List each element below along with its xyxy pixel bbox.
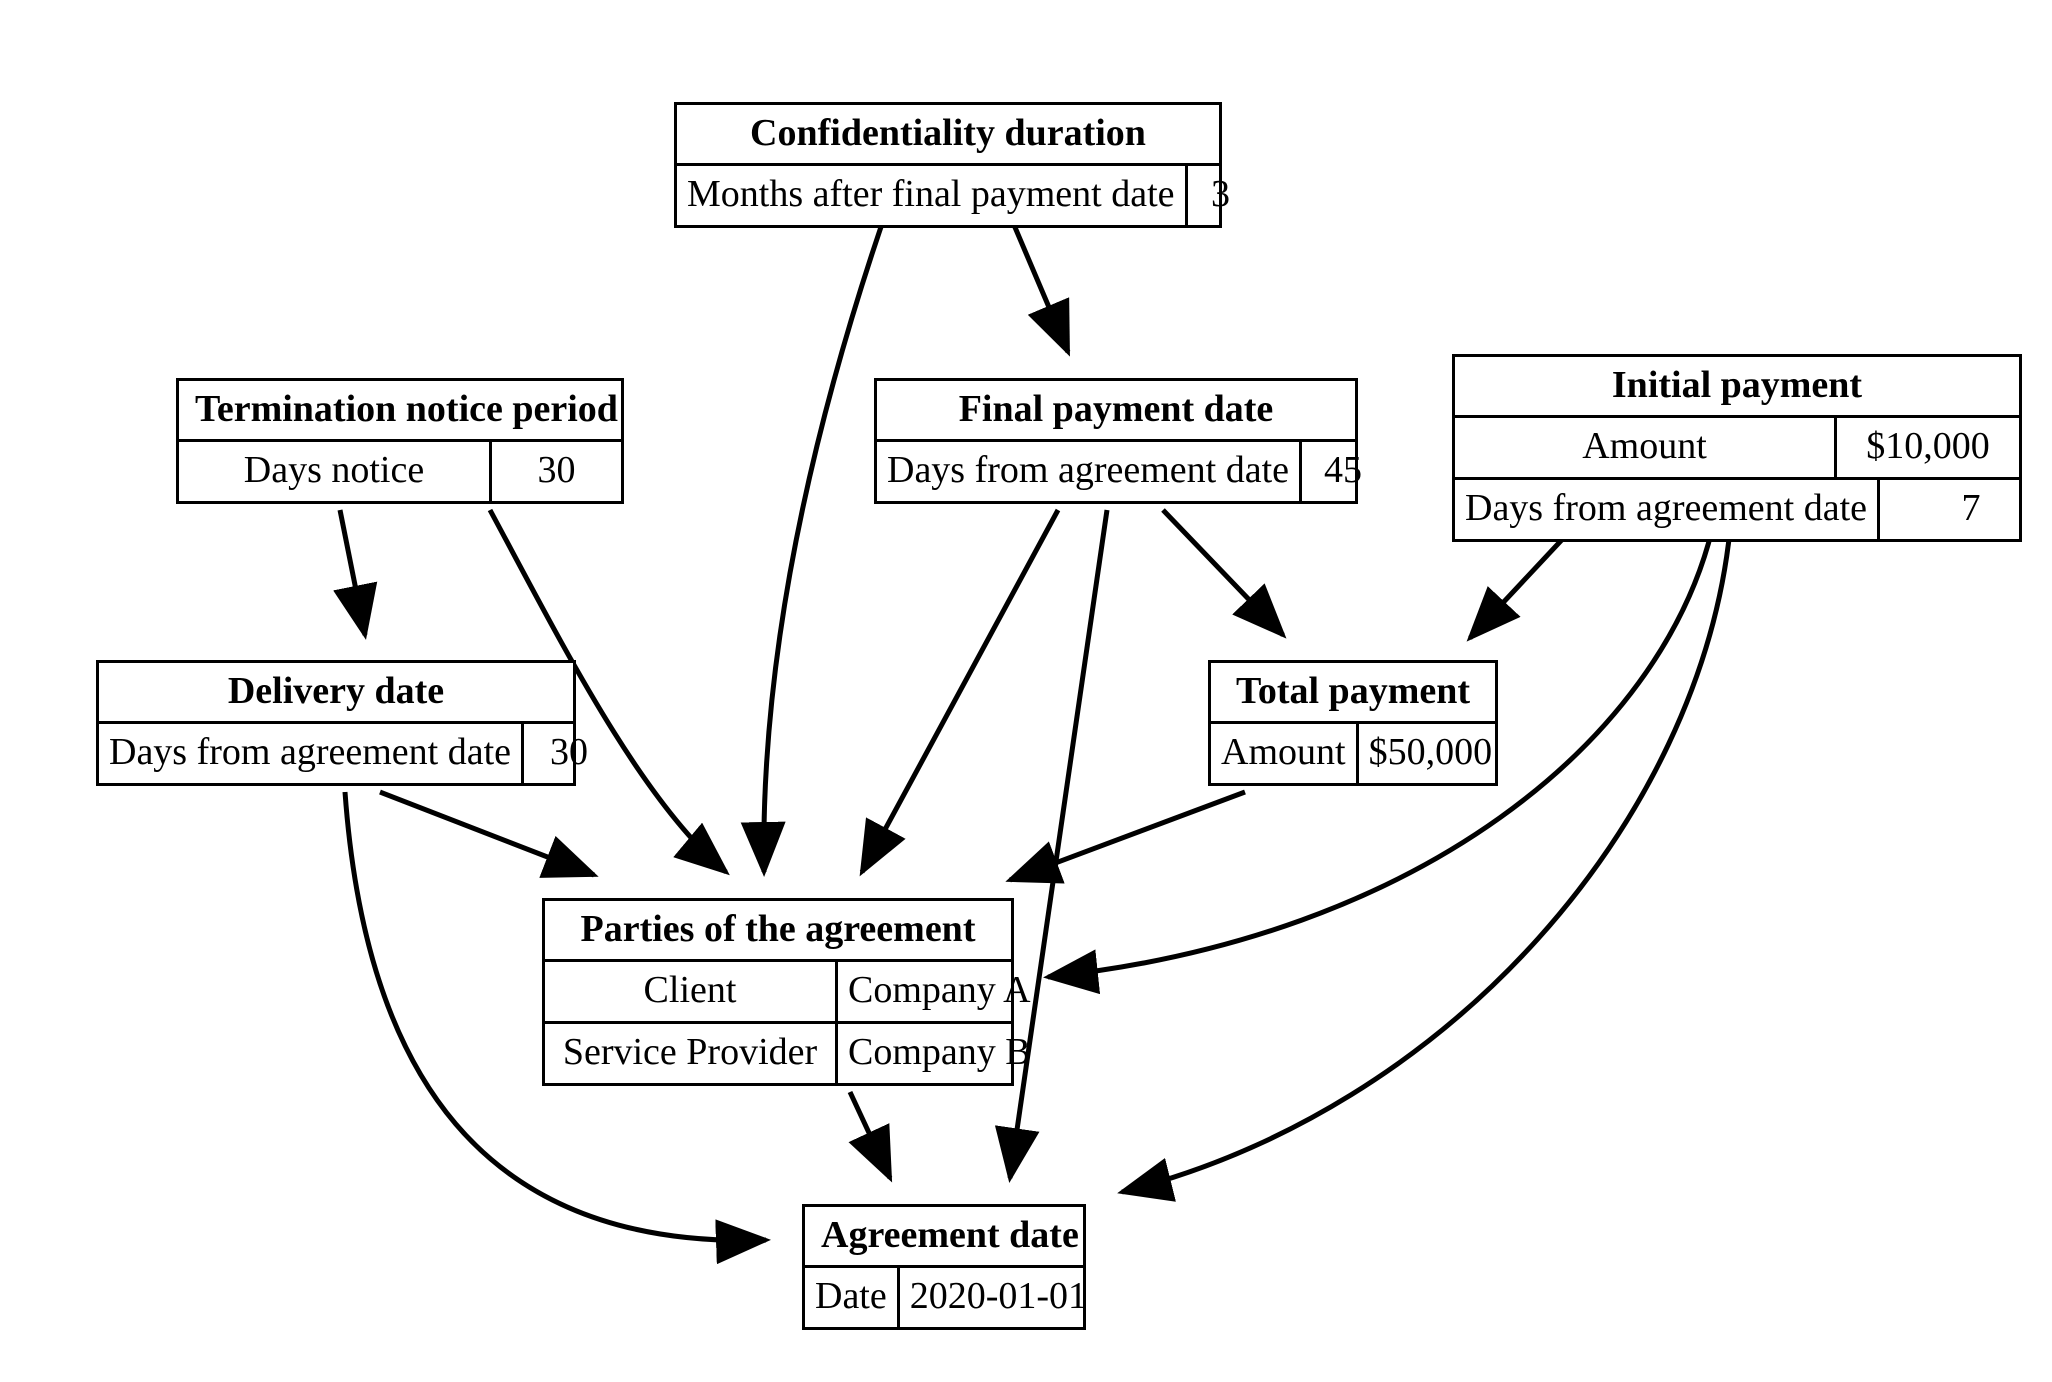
node-total-payment[interactable]: Total payment Amount $50,000: [1208, 660, 1498, 786]
node-initial-payment[interactable]: Initial payment Amount $10,000 Days from…: [1452, 354, 2022, 542]
edge-initialpayment-to-agreementdate: [1117, 529, 1733, 1202]
row-key: Amount: [1455, 418, 1837, 477]
row-key: Client: [545, 962, 838, 1021]
node-title: Total payment: [1211, 663, 1495, 724]
node-termination-notice-period[interactable]: Termination notice period Days notice 30: [176, 378, 624, 504]
node-delivery-date[interactable]: Delivery date Days from agreement date 3…: [96, 660, 588, 786]
node-title: Termination notice period: [179, 381, 621, 442]
node-title: Delivery date: [99, 663, 573, 724]
edge-parties-to-agreementdate: [847, 1090, 893, 1183]
edge-finalpayment-to-totalpayment: [1161, 508, 1287, 639]
table-row: Days notice 30: [179, 442, 621, 501]
row-key: Days from agreement date: [877, 442, 1302, 501]
row-key: Days notice: [179, 442, 492, 501]
row-value: 7: [1961, 487, 1981, 529]
node-title: Final payment date: [877, 381, 1355, 442]
node-title: Agreement date: [805, 1207, 1083, 1268]
row-key: Service Provider: [545, 1024, 838, 1083]
edge-finalpayment-to-parties: [859, 508, 1061, 877]
edge-delivery-to-parties: [379, 789, 599, 878]
row-key: Amount: [1211, 724, 1359, 783]
row-value: 30: [550, 731, 588, 773]
row-value: 2020-01-01: [909, 1275, 1088, 1317]
edge-totalpayment-to-parties: [1005, 789, 1246, 884]
row-value: 45: [1324, 449, 1362, 491]
node-title: Confidentiality duration: [677, 105, 1219, 166]
node-agreement-date[interactable]: Agreement date Date 2020-01-01: [802, 1204, 1087, 1330]
row-value: $10,000: [1866, 425, 1990, 467]
row-key: Months after final payment date: [677, 166, 1188, 225]
row-key: Date: [805, 1268, 900, 1327]
node-parties-of-the-agreement[interactable]: Parties of the agreement Client Company …: [542, 898, 1031, 1086]
row-value: $50,000: [1368, 731, 1493, 773]
table-row: Service Provider Company B: [545, 1024, 1031, 1083]
row-key: Days from agreement date: [1455, 480, 1880, 539]
edge-initialpayment-to-totalpayment: [1466, 528, 1573, 642]
table-row: Amount $10,000: [1455, 418, 2019, 480]
table-row: Days from agreement date 30: [99, 724, 588, 783]
row-value: Company B: [848, 1031, 1031, 1073]
row-value: Company A: [848, 969, 1031, 1011]
table-row: Days from agreement date 7: [1455, 480, 2019, 539]
table-row: Days from agreement date 45: [877, 442, 1362, 501]
row-value: 3: [1211, 173, 1231, 215]
node-confidentiality-duration[interactable]: Confidentiality duration Months after fi…: [674, 102, 1230, 228]
edge-termination-to-delivery: [333, 509, 378, 640]
node-title: Initial payment: [1455, 357, 2019, 418]
row-value: 30: [537, 449, 576, 491]
edge-confidentiality-to-parties: [740, 191, 896, 877]
node-final-payment-date[interactable]: Final payment date Days from agreement d…: [874, 378, 1362, 504]
table-row: Months after final payment date 3: [677, 166, 1230, 225]
table-row: Client Company A: [545, 962, 1031, 1024]
row-key: Days from agreement date: [99, 724, 524, 783]
table-row: Date 2020-01-01: [805, 1268, 1087, 1327]
node-title: Parties of the agreement: [545, 901, 1011, 962]
table-row: Amount $50,000: [1211, 724, 1495, 783]
